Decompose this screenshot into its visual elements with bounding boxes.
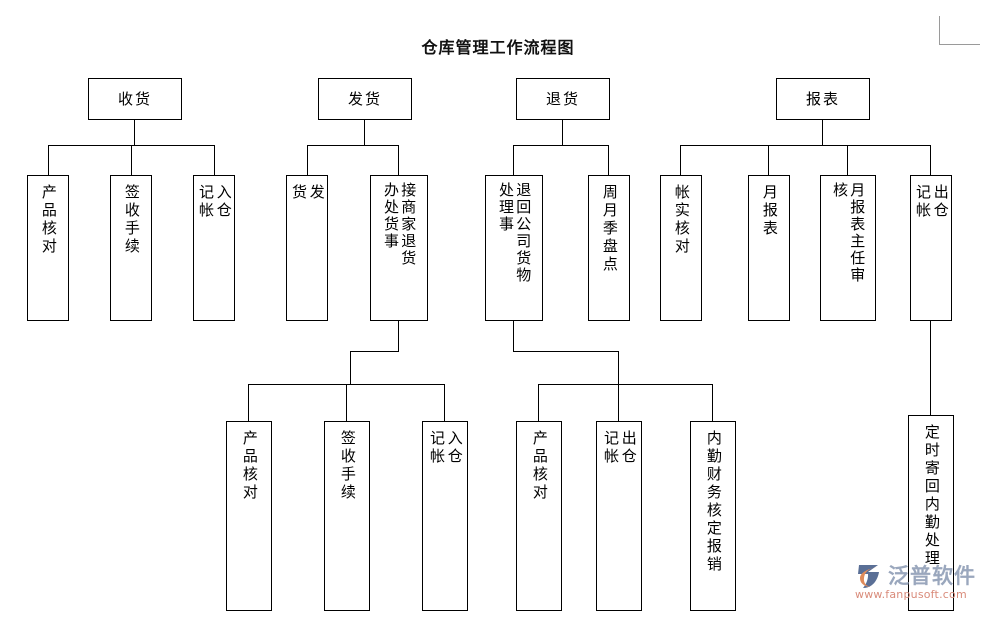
connector-reports-drop-2 (768, 145, 770, 175)
node-label: 出仓 记帐 (602, 430, 638, 466)
node-return-to-company[interactable]: 退回公司货物处理事 (485, 175, 543, 321)
node-account-reconcile[interactable]: 帐实核对 (660, 175, 702, 321)
node-label: 月报表主任审核 (831, 182, 867, 284)
connector-returncompany-jog (513, 351, 619, 353)
connector-merchantreturn-drop-2 (346, 384, 348, 421)
node-label: 入仓 记帐 (428, 430, 464, 466)
connector-returns-stem (562, 120, 564, 145)
connector-shipping-drop-2 (398, 145, 400, 175)
connector-returns-drop-2 (608, 145, 610, 175)
node-periodic-stocktake[interactable]: 周月季盘点 (588, 175, 630, 321)
connector-merchantreturn-drop-3 (444, 384, 446, 421)
connector-receiving-drop-2 (131, 145, 133, 175)
node-label: 发 货 (290, 184, 326, 202)
connector-returncompany-drop-1 (538, 384, 540, 421)
node-label: 退回公司货物处理事 (497, 182, 533, 284)
node-handle-merchant-return[interactable]: 接商家退货 办处货事 (370, 175, 428, 321)
node-inbound-record-receiving[interactable]: 入仓 记帐 (193, 175, 235, 321)
connector-returns-bus (513, 145, 609, 147)
node-label: 签收手续 (338, 430, 357, 502)
connector-merchantreturn-jog (350, 351, 399, 353)
node-mail-back-to-office[interactable]: 定时寄回内勤处理 (908, 415, 954, 611)
node-monthly-report[interactable]: 月报表 (748, 175, 790, 321)
connector-returncompany-stem (513, 321, 515, 352)
node-label: 帐实核对 (672, 184, 691, 256)
node-label: 定时寄回内勤处理 (922, 424, 941, 568)
connector-returns-drop-1 (513, 145, 515, 175)
watermark: 泛普软件 www.fanpusoft.com (855, 560, 995, 610)
node-label: 产品核对 (530, 430, 549, 502)
page-corner-mark (939, 16, 980, 45)
connector-merchantreturn-stem (398, 321, 400, 352)
node-sign-procedure-receiving[interactable]: 签收手续 (110, 175, 152, 321)
watermark-url: www.fanpusoft.com (855, 588, 967, 601)
connector-reports-drop-4 (930, 145, 932, 175)
fanpu-logo-icon (858, 565, 879, 588)
node-outbound-record-returns[interactable]: 出仓 记帐 (596, 421, 642, 611)
node-label: 收货 (117, 89, 152, 108)
connector-merchantreturn-drop-1 (248, 384, 250, 421)
page-title: 仓库管理工作流程图 (421, 38, 575, 57)
node-inbound-record-shipping[interactable]: 入仓 记帐 (422, 421, 468, 611)
connector-reports-stem (822, 120, 824, 145)
node-finance-reimburse[interactable]: 内勤财务核定报销 (690, 421, 736, 611)
node-label: 周月季盘点 (600, 184, 619, 274)
connector-reports-drop-1 (680, 145, 682, 175)
node-returns[interactable]: 退货 (516, 78, 610, 120)
node-manager-review[interactable]: 月报表主任审核 (820, 175, 876, 321)
node-label: 退货 (545, 89, 580, 108)
connector-shipping-stem (364, 120, 366, 145)
connector-receiving-drop-3 (214, 145, 216, 175)
node-label: 产品核对 (39, 184, 58, 256)
node-label: 月报表 (760, 184, 779, 238)
node-reports[interactable]: 报表 (776, 78, 870, 120)
node-ship-goods[interactable]: 发 货 (286, 175, 328, 321)
connector-shipping-drop-1 (307, 145, 309, 175)
connector-reports-drop-3 (847, 145, 849, 175)
node-label: 签收手续 (122, 184, 141, 256)
node-outbound-record-reports[interactable]: 出仓 记帐 (910, 175, 952, 321)
connector-returncompany-drop (618, 351, 620, 384)
node-label: 入仓 记帐 (197, 184, 233, 220)
connector-shipping-bus (307, 145, 399, 147)
connector-receiving-drop-1 (48, 145, 50, 175)
node-product-check-shipping[interactable]: 产品核对 (226, 421, 272, 611)
node-label: 内勤财务核定报销 (704, 430, 723, 574)
node-label: 接商家退货 办处货事 (382, 182, 418, 267)
connector-returncompany-drop-2 (618, 384, 620, 421)
node-label: 发货 (347, 89, 382, 108)
connector-outbound-to-mailback (930, 321, 932, 415)
node-label: 报表 (805, 89, 840, 108)
connector-reports-bus (680, 145, 931, 147)
connector-merchantreturn-drop (350, 351, 352, 384)
node-product-check-receiving[interactable]: 产品核对 (27, 175, 69, 321)
node-product-check-returns[interactable]: 产品核对 (516, 421, 562, 611)
connector-returncompany-bus (538, 384, 713, 386)
node-label: 产品核对 (240, 430, 259, 502)
connector-receiving-stem (134, 120, 136, 145)
node-label: 出仓 记帐 (914, 184, 950, 220)
node-receiving[interactable]: 收货 (88, 78, 182, 120)
watermark-brand: 泛普软件 (888, 564, 976, 588)
node-shipping[interactable]: 发货 (318, 78, 412, 120)
node-sign-procedure-shipping[interactable]: 签收手续 (324, 421, 370, 611)
connector-returncompany-drop-3 (712, 384, 714, 421)
